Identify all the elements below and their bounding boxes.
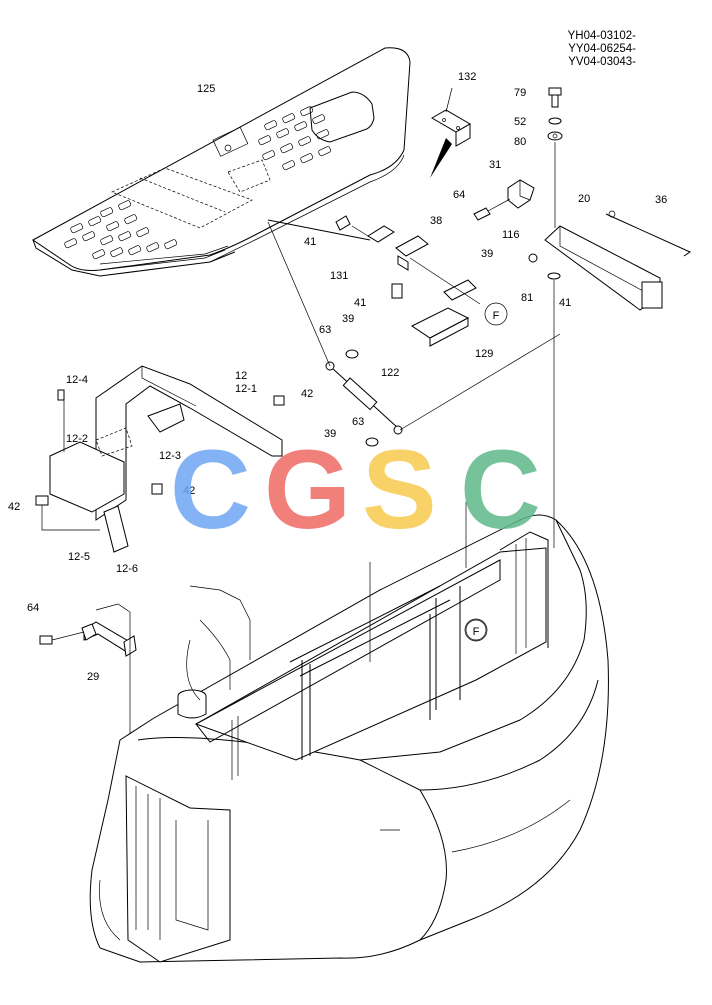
- part-label-12: 12: [235, 370, 247, 382]
- gas-stay-122: [267, 221, 561, 447]
- part-label-12-2: 12-2: [66, 433, 88, 445]
- part-label-64-upper: 64: [453, 189, 465, 201]
- part-label-20: 20: [578, 193, 590, 205]
- part-label-79: 79: [514, 87, 526, 99]
- watermark-letter-4: C: [460, 427, 541, 552]
- part-label-125: 125: [197, 83, 215, 95]
- part-label-122: 122: [381, 367, 399, 379]
- part-label-63-a: 63: [319, 324, 331, 336]
- part-label-12-5: 12-5: [68, 551, 90, 563]
- frame-bracket-12: [35, 365, 285, 553]
- part-label-131: 131: [330, 270, 348, 282]
- part-label-64-lower: 64: [27, 602, 39, 614]
- part-label-42-a: 42: [301, 388, 313, 400]
- callout-f-upper-text: F: [493, 310, 500, 322]
- part-label-80: 80: [514, 136, 526, 148]
- part-label-81: 81: [521, 292, 533, 304]
- hinge-plates: [267, 215, 429, 299]
- top-cover-panel: [32, 47, 411, 277]
- part-label-29: 29: [87, 671, 99, 683]
- watermark: C G S C: [170, 427, 541, 552]
- part-label-41-c: 41: [559, 297, 571, 309]
- callout-f-lower-text: F: [473, 626, 480, 638]
- part-label-12-1: 12-1: [235, 383, 257, 395]
- part-label-12-3: 12-3: [159, 450, 181, 462]
- part-label-63-b: 63: [352, 416, 364, 428]
- part-label-12-4: 12-4: [66, 374, 88, 386]
- part-label-129: 129: [475, 348, 493, 360]
- part-label-42-c: 42: [8, 501, 20, 513]
- part-label-42-b: 42: [183, 485, 195, 497]
- part-label-116: 116: [502, 229, 520, 241]
- part-labels: 125 132 79 52 80 31 64 20 36 38 41 116 3…: [8, 71, 667, 683]
- serial-number-3: YV04-03043-: [568, 56, 636, 68]
- serial-number-1: YH04-03102-: [567, 30, 636, 42]
- part-label-132: 132: [458, 71, 476, 83]
- watermark-letter-2: G: [264, 427, 351, 552]
- stay-rod-bracket: [528, 210, 692, 460]
- part-label-39-c: 39: [324, 428, 336, 440]
- part-label-36: 36: [655, 194, 667, 206]
- grab-handle-29: [39, 603, 137, 782]
- bolt-stack: [547, 87, 563, 228]
- hinge-132: [430, 87, 471, 178]
- watermark-letter-1: C: [170, 427, 251, 552]
- part-label-39-b: 39: [342, 313, 354, 325]
- part-label-52: 52: [514, 116, 526, 128]
- part-label-41-b: 41: [354, 297, 366, 309]
- serial-number-2: YY04-06254-: [568, 43, 636, 55]
- bracket-31: [473, 179, 535, 221]
- part-label-38: 38: [430, 215, 442, 227]
- callout-f-upper: F: [484, 302, 508, 326]
- part-label-41-a: 41: [304, 236, 316, 248]
- callout-f-lower: F: [464, 618, 488, 642]
- machine-body: [89, 460, 609, 963]
- watermark-letter-3: S: [362, 427, 437, 552]
- part-label-31: 31: [489, 159, 501, 171]
- part-label-39-a: 39: [481, 248, 493, 260]
- latch-plate-129: [409, 257, 481, 347]
- part-label-12-6: 12-6: [116, 563, 138, 575]
